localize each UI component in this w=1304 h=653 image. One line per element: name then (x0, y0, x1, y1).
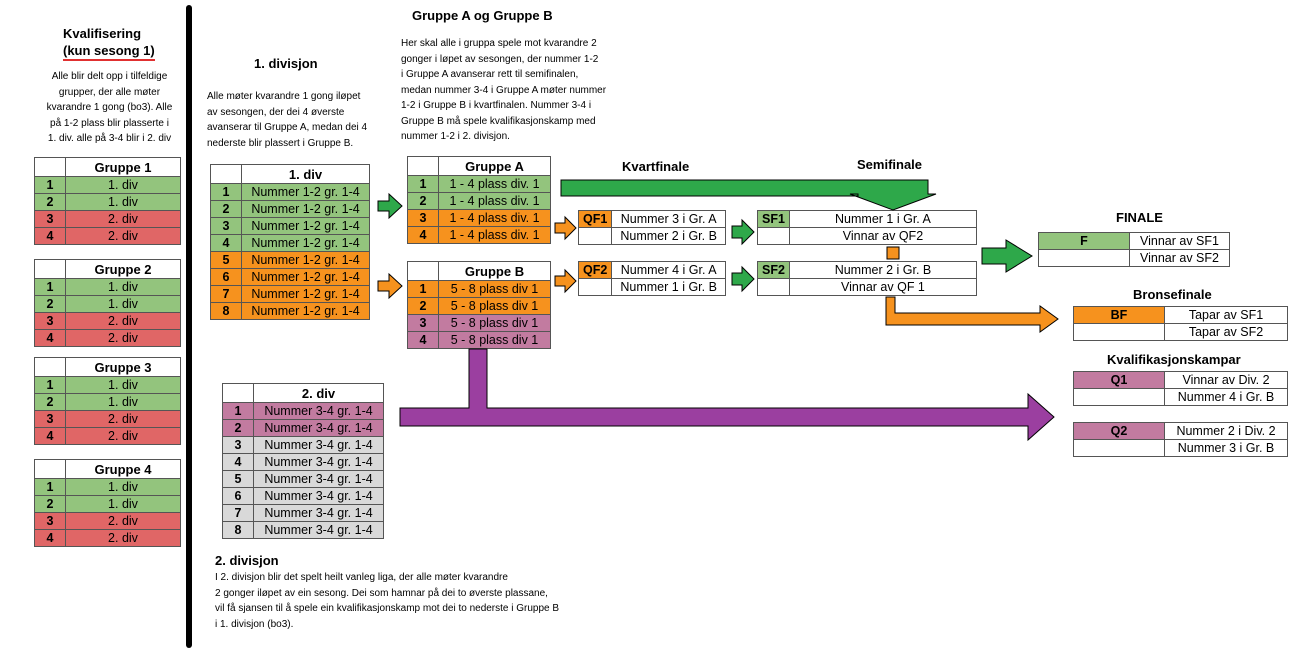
semifinale-heading: Semifinale (857, 157, 923, 172)
div1-heading: 1. divisjon (254, 56, 318, 71)
kval-title-1: Kvalifisering (63, 26, 142, 41)
arrow-gruppe-a-to-qf1 (554, 215, 577, 241)
arrow-div1-to-gruppe-a (377, 192, 403, 220)
div2-heading: 2. divisjon (215, 553, 279, 568)
divider (186, 5, 192, 648)
arrow-semifinale-to-finale (981, 239, 1033, 273)
finale-heading: FINALE (1116, 210, 1163, 225)
arrow-qf2-to-sf2 (731, 265, 755, 293)
sf-connector (886, 246, 900, 260)
div2-desc: I 2. divisjon blir det spelt heilt vanle… (215, 572, 560, 630)
arrow-to-kvalifikasjonskampar (399, 348, 1055, 442)
arrow-qf1-to-sf1 (731, 218, 755, 246)
kvartfinale-heading: Kvartfinale (622, 159, 690, 174)
arrow-semifinale-to-bronsefinale (885, 296, 1059, 333)
gruppe-ab-desc: Her skal alle i gruppa spele mot kvarand… (401, 38, 607, 142)
kvalifikasjonskampar-heading: Kvalifikasjonskampar (1107, 352, 1241, 367)
bronsefinale-heading: Bronsefinale (1133, 287, 1212, 302)
arrow-gruppe-a-to-semifinale (560, 179, 937, 211)
arrow-div1-to-gruppe-b (377, 272, 403, 300)
kval-title-2: (kun sesong 1) (63, 43, 155, 61)
arrow-gruppe-b-to-qf2 (554, 268, 577, 294)
gruppe-ab-heading: Gruppe A og Gruppe B (412, 8, 553, 23)
